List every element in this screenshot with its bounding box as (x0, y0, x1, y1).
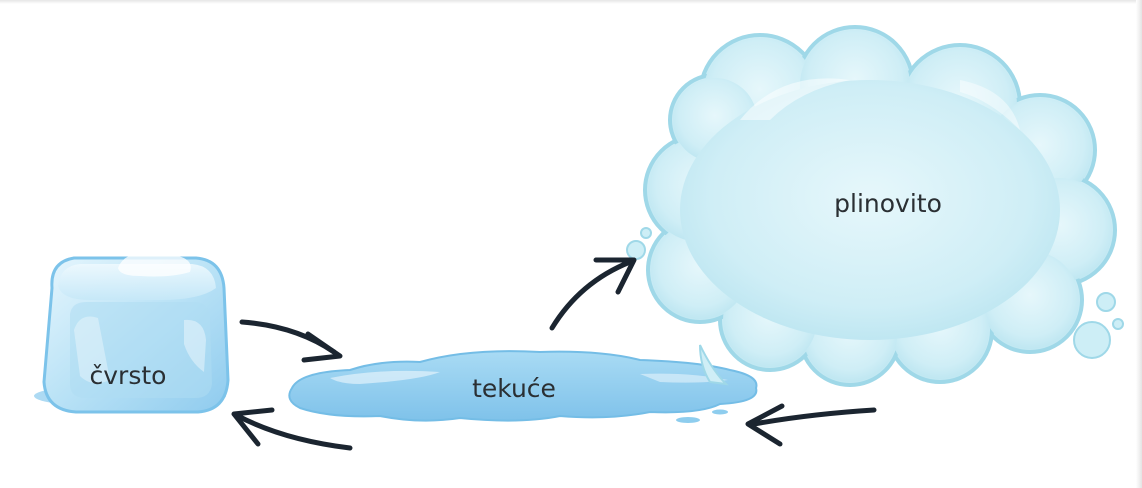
liquid-label: tekuće (472, 374, 556, 403)
arrows (231, 257, 877, 451)
right-border (1136, 0, 1142, 488)
arrow-liquid-to-solid (231, 407, 353, 451)
water-puddle (288, 350, 758, 423)
arrow-solid-to-liquid (239, 319, 343, 363)
arrow-liquid-to-gas (549, 257, 637, 331)
cloud (626, 25, 1124, 387)
cloud-bubbles (626, 227, 1124, 359)
solid-label: čvrsto (90, 361, 167, 390)
gas-label: plinovito (834, 189, 942, 218)
top-border (0, 0, 1142, 4)
ice-cube (34, 253, 230, 414)
arrow-gas-to-liquid (745, 403, 877, 447)
